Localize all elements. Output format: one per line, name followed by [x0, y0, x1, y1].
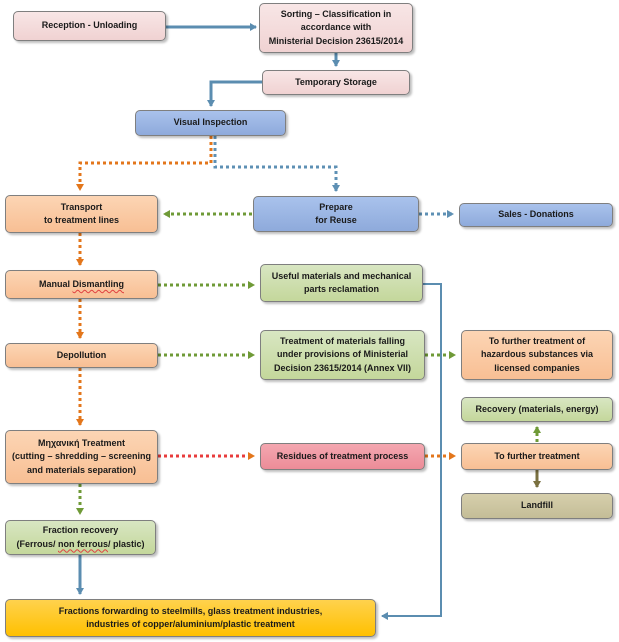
reception-unloading-box: Reception - Unloading — [13, 11, 166, 41]
manual-dismantling-label: Manual Dismantling — [38, 278, 125, 289]
recovery-box: Recovery (materials, energy) — [461, 397, 613, 422]
mechanical-treatment-box: Μηχανική Treatment (cutting – shredding … — [5, 430, 158, 484]
arrow-inspection-to-prepare — [213, 136, 340, 192]
visual-inspection-box: Visual Inspection — [135, 110, 286, 136]
fraction-recovery-detail: (Ferrous/ non ferrous/ plastic) — [16, 538, 145, 549]
further-treatment-box: To further treatment — [461, 443, 613, 470]
depollution-box: Depollution — [5, 343, 158, 368]
mechanical-treatment-detail: (cutting – shredding – screening and mat… — [11, 451, 152, 475]
manual-dismantling-box: Manual Dismantling — [5, 270, 158, 299]
useful-materials-box: Useful materials and mechanical parts re… — [260, 264, 423, 302]
temporary-storage-box: Temporary Storage — [262, 70, 410, 95]
transport-box: Transport to treatment lines — [5, 195, 158, 233]
mechanical-treatment-title: Μηχανική Treatment — [38, 438, 125, 449]
fractions-forwarding-box: Fractions forwarding to steelmills, glas… — [5, 599, 376, 637]
landfill-box: Landfill — [461, 493, 613, 519]
arrow-storage-to-inspection — [207, 80, 262, 107]
treatment-annex-box: Treatment of materials falling under pro… — [260, 330, 425, 380]
arrow-useful-to-forwarding — [381, 283, 442, 620]
hazardous-treatment-box: To further treatment of hazardous substa… — [461, 330, 613, 380]
sales-donations-box: Sales - Donations — [459, 203, 613, 227]
fraction-recovery-box: Fraction recovery (Ferrous/ non ferrous/… — [5, 520, 156, 555]
arrow-inspection-to-transport — [76, 136, 213, 191]
sorting-classification-box: Sorting – Classification in accordance w… — [259, 3, 413, 53]
residues-box: Residues of treatment process — [260, 443, 425, 470]
prepare-reuse-box: Prepare for Reuse — [253, 196, 419, 232]
fraction-recovery-title: Fraction recovery — [42, 525, 119, 536]
